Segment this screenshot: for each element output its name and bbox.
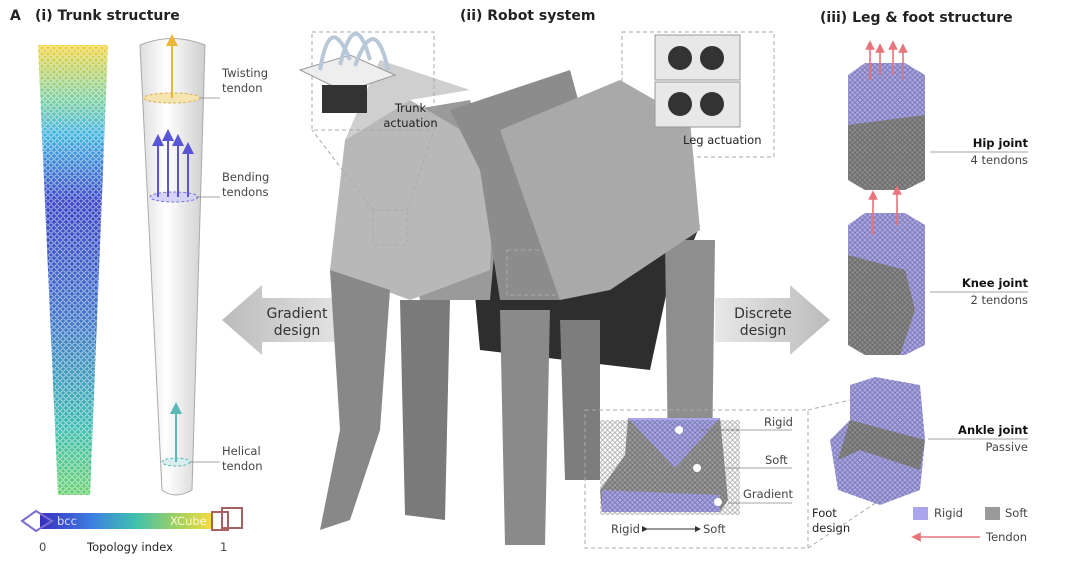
bending-tendon-arrows bbox=[152, 129, 194, 197]
robot-system-title: (ii) Robot system bbox=[460, 8, 596, 24]
joint-detail: 4 tendons bbox=[970, 153, 1028, 167]
gradient-design-arrow bbox=[222, 285, 355, 355]
trunk-structure-title: (i) Trunk structure bbox=[35, 8, 180, 24]
joint-name: Knee joint bbox=[961, 276, 1028, 290]
foot-design-caption: Foot design bbox=[812, 506, 851, 535]
scale-rigid-label: Rigid bbox=[611, 522, 640, 536]
elephant-robot bbox=[320, 60, 715, 545]
joint-name: Ankle joint bbox=[958, 423, 1028, 437]
colorbar-max: 1 bbox=[220, 540, 228, 554]
hip-joint-label: Hip joint 4 tendons bbox=[918, 135, 1028, 169]
leg-actuation-inset bbox=[621, 31, 775, 158]
trunk-lattice bbox=[38, 45, 108, 495]
helical-tendon-label: Helical tendon bbox=[222, 444, 263, 473]
foot-inset-box bbox=[584, 409, 809, 549]
foot-lattice-image bbox=[600, 418, 792, 532]
legend-rigid-swatch bbox=[913, 507, 928, 520]
bcc-unit-icon bbox=[20, 509, 54, 533]
discrete-design-arrow bbox=[715, 285, 830, 355]
trunk-tube bbox=[139, 34, 206, 496]
legend-rigid-label: Rigid bbox=[934, 506, 963, 520]
trunk-actuation-inset bbox=[311, 31, 435, 131]
legend-soft-swatch bbox=[985, 507, 1000, 520]
foot-rigid-label: Rigid bbox=[764, 415, 793, 429]
colorbar-axis-label: Topology index bbox=[87, 540, 173, 554]
foot-soft-label: Soft bbox=[765, 453, 788, 467]
hip-joint-leg bbox=[848, 63, 925, 190]
colorbar-xcube-label: XCube bbox=[170, 514, 207, 528]
colorbar-bcc-label: bcc bbox=[57, 514, 77, 528]
legend-soft-label: Soft bbox=[1005, 506, 1028, 520]
leg-actuation-label: Leg actuation bbox=[683, 133, 762, 147]
joint-detail: 2 tendons bbox=[970, 293, 1028, 307]
colorbar-min: 0 bbox=[39, 540, 47, 554]
joint-name: Hip joint bbox=[972, 136, 1028, 150]
topology-colorbar bbox=[20, 507, 243, 533]
panel-letter: A bbox=[10, 8, 21, 24]
gradient-design-label: Gradient design bbox=[266, 306, 328, 339]
trunk-actuator-image bbox=[298, 31, 397, 113]
ankle-joint-leg bbox=[830, 377, 925, 505]
leg-foot-title: (iii) Leg & foot structure bbox=[820, 10, 1013, 26]
bending-tendons-label: Bending tendons bbox=[222, 170, 270, 199]
knee-joint-label: Knee joint 2 tendons bbox=[918, 275, 1028, 309]
leg-actuator-image bbox=[654, 34, 741, 128]
tendon-arrows bbox=[865, 40, 908, 235]
legend-tendon-label: Tendon bbox=[986, 530, 1028, 544]
trunk-actuation-label: Trunk actuation bbox=[383, 101, 438, 130]
xcube-unit-icon bbox=[211, 507, 243, 531]
joint-detail: Passive bbox=[985, 440, 1028, 454]
discrete-design-label: Discrete design bbox=[734, 306, 792, 339]
scale-soft-label: Soft bbox=[703, 522, 726, 536]
knee-joint-leg bbox=[848, 213, 925, 355]
twisting-tendon-label: Twisting tendon bbox=[222, 66, 269, 95]
foot-gradient-label: Gradient bbox=[743, 487, 794, 501]
